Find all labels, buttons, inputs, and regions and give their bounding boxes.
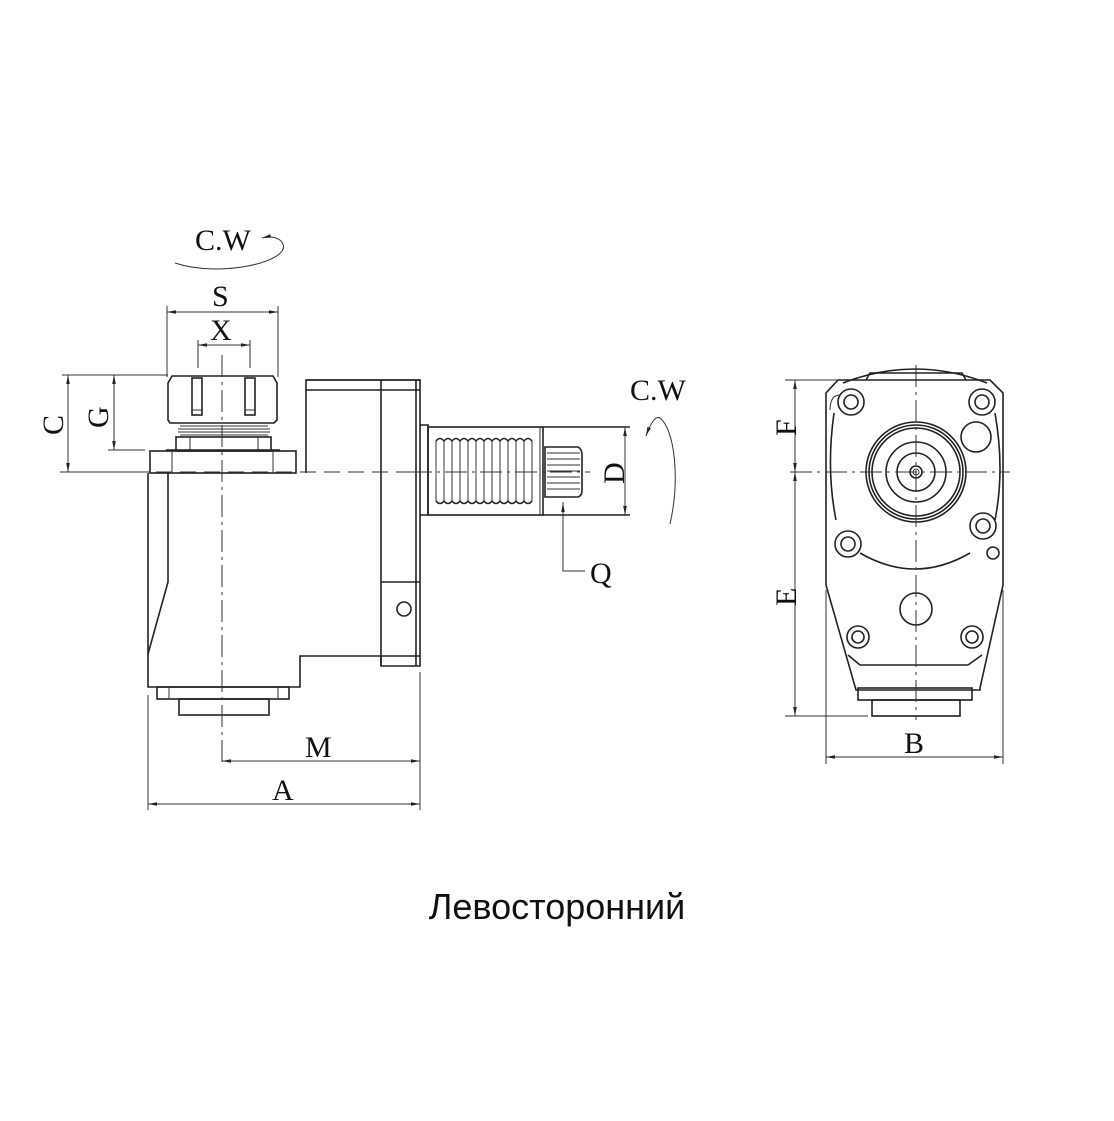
dim-label-c: C xyxy=(37,415,70,435)
bolt-hole-icon xyxy=(846,625,870,649)
dim-label-d: D xyxy=(598,462,631,484)
bolt-hole-icon xyxy=(837,388,865,416)
dim-label-m: M xyxy=(305,731,332,764)
rotation-label-shaft: C.W xyxy=(630,374,687,407)
shaft-view: D Q C.W xyxy=(410,374,687,590)
rotation-label-top: C.W xyxy=(195,224,252,257)
rotation-arrow-top-icon xyxy=(174,234,284,270)
dim-label-b: B xyxy=(904,727,924,760)
rotation-arrow-shaft-icon xyxy=(645,416,676,525)
dim-label-x: X xyxy=(210,314,232,347)
bolt-hole-icon xyxy=(834,530,862,558)
drawing-caption: Левосторонний xyxy=(428,886,686,927)
bolt-hole-icon xyxy=(960,625,984,649)
shaft-threads xyxy=(435,437,533,505)
bolt-hole-icon xyxy=(969,512,997,540)
bolt-hole-icon xyxy=(968,388,996,416)
small-hole-icon xyxy=(986,546,1000,560)
dim-label-g: G xyxy=(82,406,115,428)
side-view: C.W S X xyxy=(37,224,430,810)
dim-label-a: A xyxy=(272,774,294,807)
pin-hole-icon xyxy=(960,421,992,453)
dim-label-s: S xyxy=(212,280,229,313)
dim-label-q: Q xyxy=(590,557,612,590)
front-view: F E B xyxy=(770,365,1010,764)
dim-label-f: F xyxy=(770,419,803,436)
spline-shaft-end xyxy=(544,446,583,498)
dim-label-e: E xyxy=(770,588,803,606)
